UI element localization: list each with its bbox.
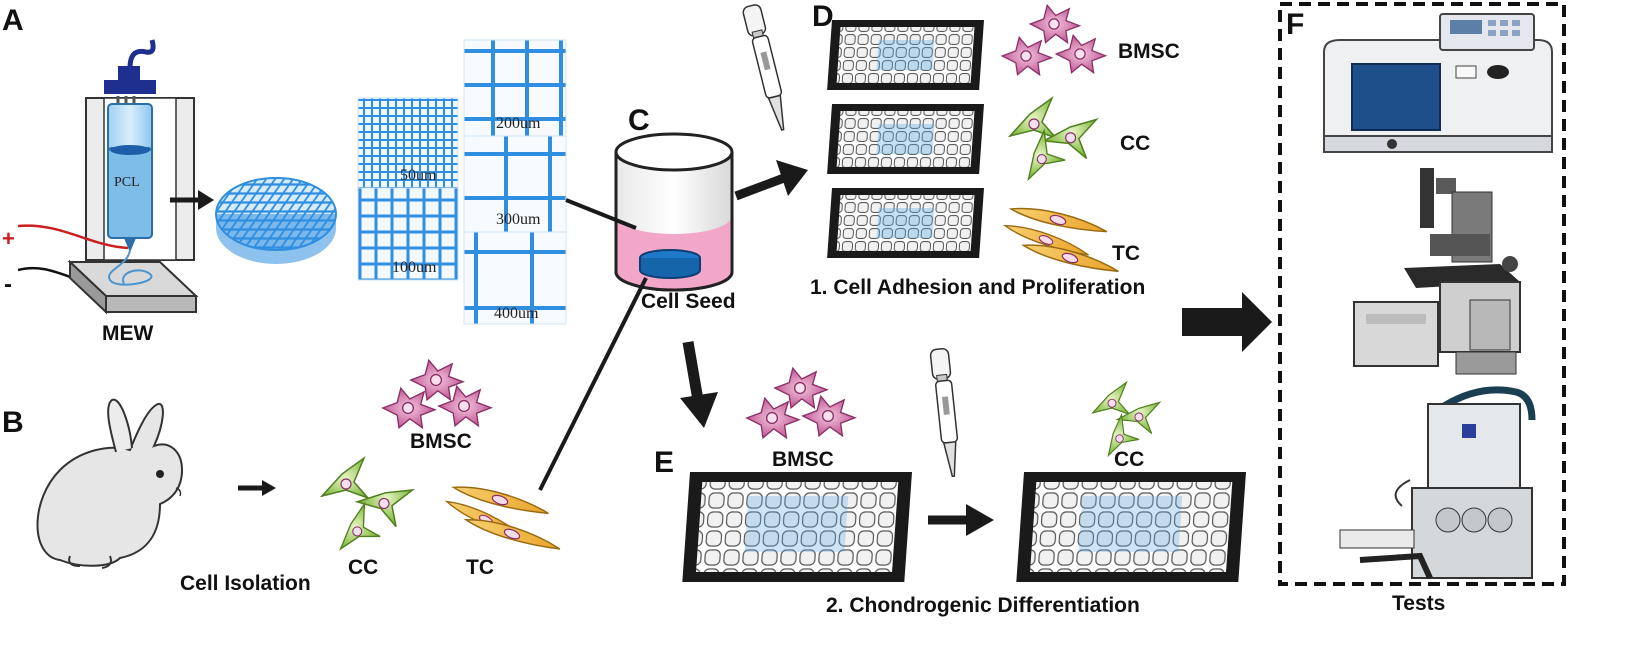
mew-printer: PCL + - bbox=[2, 39, 199, 315]
isolation-tc-label: TC bbox=[466, 556, 494, 579]
bmsc-cell-icon bbox=[1000, 35, 1054, 77]
bmsc-cell-icon bbox=[745, 396, 801, 440]
panel-letter-f: F bbox=[1286, 8, 1304, 41]
cc-cell-icon bbox=[354, 488, 416, 528]
spacing-200: 200um bbox=[496, 115, 541, 132]
scaffold-to-dish-line bbox=[565, 198, 637, 230]
bmsc-cell-icon bbox=[437, 384, 493, 428]
adhesion-cells bbox=[1000, 3, 1119, 273]
spectrophotometer-icon bbox=[1323, 13, 1553, 153]
arrow-to-scaffold bbox=[198, 190, 214, 210]
diff-caption: 2. Chondrogenic Differentiation bbox=[826, 594, 1140, 617]
panel-letter-a: A bbox=[2, 4, 24, 37]
material-label: PCL bbox=[114, 175, 140, 190]
adhesion-row-bmsc: BMSC bbox=[1118, 40, 1180, 63]
differentiation-plates bbox=[682, 472, 1246, 582]
bmsc-cell-icon bbox=[801, 394, 857, 438]
bmsc-cell-icon bbox=[381, 386, 437, 430]
cc-cell-icon bbox=[1115, 401, 1162, 435]
isolation-caption: Cell Isolation bbox=[180, 572, 311, 595]
tc-cell-icon bbox=[1002, 225, 1089, 256]
plus-sign: + bbox=[2, 226, 15, 251]
culture-dish bbox=[614, 132, 734, 292]
arrow-to-adhesion bbox=[776, 160, 808, 196]
cc-cell-icon bbox=[1091, 380, 1131, 415]
differentiation-cells bbox=[745, 366, 1162, 458]
cc-cell-icon bbox=[1007, 95, 1057, 139]
cells-to-dish-line bbox=[538, 277, 648, 491]
arrow-to-isolation bbox=[262, 480, 276, 496]
bmsc-cell-icon bbox=[1028, 3, 1082, 45]
diff-left-cell-label: BMSC bbox=[772, 448, 834, 471]
electron-microscope-icon bbox=[1339, 386, 1536, 580]
isolation-bmsc-label: BMSC bbox=[410, 430, 472, 453]
tc-cell-icon bbox=[451, 486, 549, 515]
cc-cell-icon bbox=[319, 455, 369, 499]
cc-cell-icon bbox=[1041, 118, 1099, 160]
isolated-cells bbox=[319, 358, 561, 551]
isolation-cc-label: CC bbox=[348, 556, 378, 579]
minus-sign: - bbox=[4, 271, 12, 298]
tc-cell-icon bbox=[463, 518, 561, 550]
tc-cell-icon bbox=[1008, 207, 1108, 233]
adhesion-caption: 1. Cell Adhesion and Proliferation bbox=[810, 276, 1145, 299]
adhesion-row-cc: CC bbox=[1120, 132, 1150, 155]
tests-box bbox=[1278, 2, 1566, 586]
microscope-icon bbox=[1353, 168, 1521, 375]
rabbit-icon bbox=[36, 398, 184, 569]
cc-cell-icon bbox=[1107, 412, 1140, 458]
arrow-to-tests bbox=[1242, 292, 1272, 352]
pipette-icon bbox=[742, 4, 785, 131]
adhesion-plates bbox=[827, 20, 984, 258]
diff-right-cell-label: CC bbox=[1114, 448, 1144, 471]
arrow-to-differentiation bbox=[680, 392, 718, 428]
adhesion-row-tc: TC bbox=[1112, 242, 1140, 265]
scaffold-disk bbox=[215, 177, 337, 264]
tc-cell-icon bbox=[1021, 244, 1119, 273]
panel-letter-b: B bbox=[2, 406, 24, 439]
bmsc-cell-icon bbox=[773, 366, 829, 410]
panel-letter-d: D bbox=[812, 0, 834, 33]
bmsc-cell-icon bbox=[409, 358, 465, 402]
cc-cell-icon bbox=[339, 501, 381, 551]
spacing-300: 300um bbox=[496, 211, 541, 228]
seed-caption: Cell Seed bbox=[641, 290, 736, 313]
arrow-plate-to-plate bbox=[966, 504, 994, 536]
spacing-50: 50um bbox=[400, 167, 437, 184]
spacing-400: 400um bbox=[494, 305, 539, 322]
mew-label: MEW bbox=[102, 322, 154, 345]
cc-cell-icon bbox=[1027, 128, 1066, 182]
spacing-100: 100um bbox=[392, 259, 437, 276]
mesh-tiles: 50um 100um 200um 300um 400um bbox=[357, 39, 567, 325]
panel-letter-e: E bbox=[654, 446, 674, 479]
pipette-icon-2 bbox=[929, 347, 959, 478]
bmsc-cell-icon bbox=[1054, 33, 1108, 75]
panel-letter-c: C bbox=[628, 104, 650, 137]
tests-caption: Tests bbox=[1392, 592, 1445, 615]
